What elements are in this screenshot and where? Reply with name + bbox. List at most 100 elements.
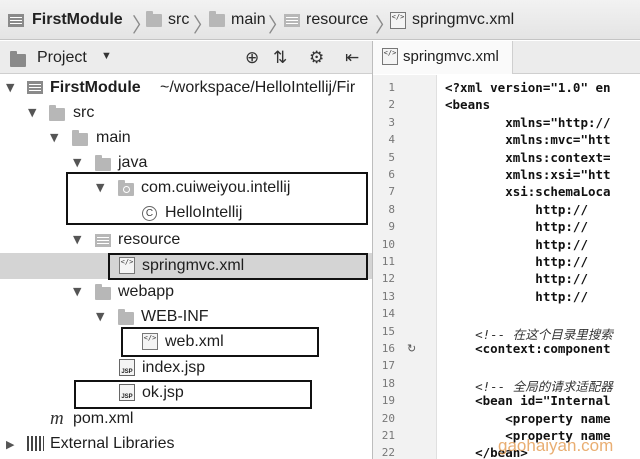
- panel-divider[interactable]: [372, 41, 373, 459]
- tree-item-webapp[interactable]: ▼ webapp: [0, 280, 372, 304]
- gear-icon[interactable]: ⚙: [309, 48, 325, 68]
- breadcrumb: FirstModule 〉 src 〉 main 〉 resource 〉 </…: [0, 0, 640, 40]
- expand-arrow-icon[interactable]: ▼: [73, 156, 82, 169]
- breadcrumb-resource[interactable]: resource: [284, 0, 368, 40]
- tree-item-indexjsp[interactable]: JSP index.jsp: [0, 356, 372, 380]
- tree-item-external-libraries[interactable]: ▶ External Libraries: [0, 432, 372, 456]
- code-line: <context:component: [445, 341, 611, 356]
- folder-icon: [49, 105, 65, 121]
- tree-item-class[interactable]: C HelloIntellij: [0, 201, 372, 225]
- line-number: 1: [388, 81, 395, 94]
- xml-file-icon: </>: [382, 48, 398, 65]
- folder-icon: [146, 10, 162, 27]
- expand-arrow-icon[interactable]: ▼: [6, 81, 15, 94]
- tree-item-okjsp[interactable]: JSP ok.jsp: [0, 381, 372, 405]
- tree-item-module[interactable]: ▼ FirstModule ~/workspace/HelloIntellij/…: [0, 76, 372, 100]
- tab-label: springmvc.xml: [403, 48, 499, 65]
- code-editor[interactable]: [437, 75, 640, 459]
- target-icon[interactable]: ⊕: [245, 48, 260, 68]
- code-line: http://: [445, 254, 588, 269]
- chevron-right-icon: 〉: [193, 13, 213, 37]
- code-line: xmlns:context=: [445, 149, 611, 165]
- code-line: http://: [445, 271, 588, 287]
- folder-icon: [72, 130, 88, 146]
- springmvc-label: springmvc.xml: [142, 257, 245, 274]
- project-view-selector[interactable]: Project: [37, 49, 87, 66]
- collapse-arrow-icon[interactable]: ▶: [6, 438, 15, 451]
- expand-arrow-icon[interactable]: ▼: [73, 285, 82, 298]
- chevron-down-icon[interactable]: ▼: [101, 50, 112, 62]
- code-line: xmlns:mvc="htt: [445, 132, 611, 148]
- webxml-label: web.xml: [165, 333, 224, 350]
- code-line: xmlns="http://: [445, 114, 611, 130]
- expand-arrow-icon[interactable]: ▼: [96, 310, 105, 323]
- line-number: 20: [381, 411, 395, 425]
- line-number: 12: [381, 272, 395, 286]
- tree-item-src[interactable]: ▼ src: [0, 101, 372, 125]
- tree-item-pom[interactable]: m pom.xml: [0, 407, 372, 431]
- line-number: 10: [381, 237, 395, 251]
- webapp-label: webapp: [118, 283, 175, 300]
- line-number: 5: [388, 150, 395, 164]
- jsp-file-icon: JSP: [119, 384, 135, 401]
- folder-icon: [209, 10, 225, 27]
- expand-arrow-icon[interactable]: ▼: [50, 131, 59, 144]
- tree-item-resource[interactable]: ▼ resource: [0, 228, 372, 252]
- code-line: http://: [445, 236, 588, 252]
- line-number: 8: [388, 202, 395, 216]
- okjsp-label: ok.jsp: [142, 384, 184, 401]
- breadcrumb-src-label: src: [168, 11, 190, 28]
- resource-folder-icon: [284, 13, 300, 27]
- indexjsp-label: index.jsp: [142, 359, 206, 376]
- line-number: 2: [388, 98, 395, 112]
- project-panel-header: Project ▼ ⊕ ⇅ ⚙ ⇤: [0, 41, 372, 74]
- breadcrumb-main[interactable]: main: [209, 0, 266, 40]
- folder-icon: [95, 284, 111, 300]
- line-number: 16: [381, 342, 395, 355]
- line-number: 6: [388, 168, 395, 181]
- code-line: </bean>: [445, 445, 528, 459]
- class-icon: C: [142, 206, 157, 221]
- webinf-label: WEB-INF: [141, 308, 209, 325]
- collapse-icon[interactable]: ⇅: [273, 48, 288, 68]
- line-number: 17: [381, 359, 395, 373]
- highlight-box-okjsp: [74, 380, 312, 409]
- pom-label: pom.xml: [73, 410, 134, 427]
- maven-icon: m: [50, 408, 64, 429]
- line-number: 7: [388, 185, 395, 199]
- line-number: 3: [388, 115, 395, 129]
- resource-label: resource: [118, 231, 181, 248]
- code-line: xsi:schemaLoca: [445, 184, 611, 200]
- tree-item-springmvc[interactable]: </> springmvc.xml: [0, 253, 372, 279]
- tab-springmvc-xml[interactable]: </> springmvc.xml: [373, 41, 513, 74]
- highlight-box-springmvc: [108, 253, 368, 280]
- external-libraries-label: External Libraries: [50, 435, 175, 452]
- tree-item-webinf[interactable]: ▼ WEB-INF: [0, 305, 372, 329]
- line-number: 19: [381, 394, 395, 408]
- tree-item-java[interactable]: ▼ java: [0, 151, 372, 175]
- editor-tab-bar: </> springmvc.xml: [373, 41, 640, 74]
- expand-arrow-icon[interactable]: ▼: [96, 181, 105, 194]
- hide-panel-icon[interactable]: ⇤: [345, 48, 360, 68]
- expand-arrow-icon[interactable]: ▼: [73, 233, 82, 246]
- tree-item-main[interactable]: ▼ main: [0, 126, 372, 150]
- breadcrumb-src[interactable]: src: [146, 0, 189, 40]
- module-icon: [27, 81, 43, 94]
- main-label: main: [96, 129, 131, 146]
- highlight-box-webxml: [121, 327, 319, 357]
- xml-file-icon: </>: [390, 11, 406, 29]
- breadcrumb-module[interactable]: FirstModule: [8, 0, 123, 40]
- line-number: 9: [388, 220, 395, 234]
- gutter-marker-icon[interactable]: ↻: [407, 343, 417, 355]
- watermark: gaohaiyan.com: [498, 436, 614, 455]
- project-icon: [10, 51, 26, 67]
- folder-icon: [95, 155, 111, 171]
- line-number: 13: [381, 289, 395, 303]
- tree-item-webxml[interactable]: </> web.xml: [0, 330, 372, 354]
- breadcrumb-file[interactable]: </> springmvc.xml: [390, 0, 514, 40]
- tree-item-package[interactable]: ▼ com.cuiweiyou.intellij: [0, 176, 372, 200]
- src-label: src: [73, 104, 95, 121]
- resource-folder-icon: [95, 234, 111, 247]
- expand-arrow-icon[interactable]: ▼: [28, 106, 37, 119]
- line-number: 18: [381, 376, 395, 390]
